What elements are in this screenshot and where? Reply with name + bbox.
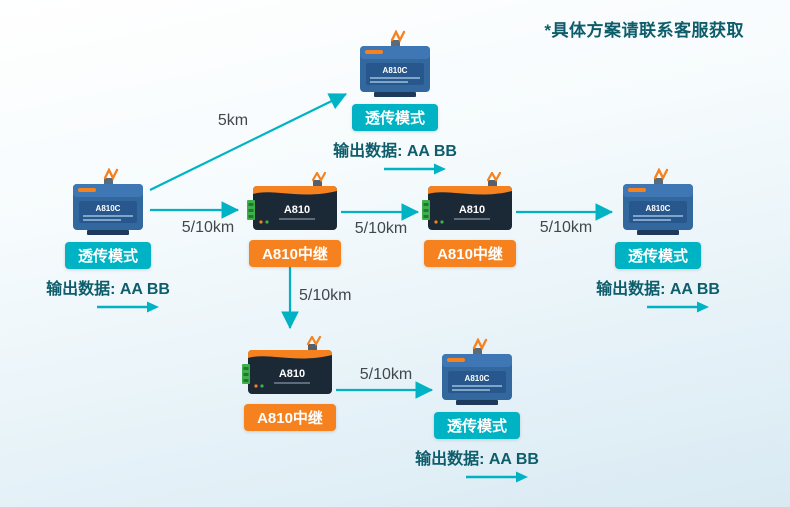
output-value: AA BB xyxy=(406,143,457,160)
relay-badge: A810中继 xyxy=(244,404,336,431)
relay-badge: A810中继 xyxy=(249,240,341,267)
device-node-transparent-bottom: 透传模式 输出数据: AA BB xyxy=(392,338,562,483)
device-node-relay-2: A810中继 xyxy=(385,172,555,267)
device-node-transparent-left: 透传模式 输出数据: AA BB xyxy=(23,168,193,313)
service-note: *具体方案请联系客服获取 xyxy=(544,21,744,40)
transparent-device-icon xyxy=(358,30,432,98)
output-arrow-icon xyxy=(647,301,709,313)
relay-device-icon xyxy=(242,336,334,396)
distance-label: 5/10km xyxy=(354,220,408,237)
output-data-text: 输出数据: AA BB xyxy=(46,275,170,299)
output-arrow-icon xyxy=(97,301,159,313)
output-arrow-icon xyxy=(384,163,446,175)
distance-label: 5/10km xyxy=(181,219,235,236)
output-value: AA BB xyxy=(119,281,170,298)
output-value: AA BB xyxy=(488,451,539,468)
distance-label: 5/10km xyxy=(299,287,352,304)
device-node-transparent-top: 透传模式 输出数据: AA BB xyxy=(310,30,480,175)
mode-badge: 透传模式 xyxy=(614,242,701,269)
output-label: 输出数据: xyxy=(46,281,116,298)
transparent-device-icon xyxy=(71,168,145,236)
transparent-device-icon xyxy=(621,168,695,236)
output-data-text: 输出数据: AA BB xyxy=(596,275,720,299)
transparent-device-icon xyxy=(440,338,514,406)
output-label: 输出数据: xyxy=(333,143,403,160)
distance-label: 5/10km xyxy=(359,366,413,383)
device-node-transparent-right: 透传模式 输出数据: AA BB xyxy=(573,168,743,313)
output-data-text: 输出数据: AA BB xyxy=(333,137,457,161)
mode-badge: 透传模式 xyxy=(351,104,438,131)
output-data-text: 输出数据: AA BB xyxy=(415,445,539,469)
relay-badge: A810中继 xyxy=(424,240,516,267)
output-value: AA BB xyxy=(669,281,720,298)
output-label: 输出数据: xyxy=(415,451,485,468)
distance-label: 5/10km xyxy=(539,219,593,236)
relay-device-icon xyxy=(247,172,339,232)
device-node-relay-1: A810中继 xyxy=(210,172,380,267)
distance-label: 5km xyxy=(217,112,249,129)
relay-device-icon xyxy=(422,172,514,232)
output-arrow-icon xyxy=(466,471,528,483)
output-label: 输出数据: xyxy=(596,281,666,298)
mode-badge: 透传模式 xyxy=(64,242,151,269)
mode-badge: 透传模式 xyxy=(433,412,520,439)
device-node-relay-3: A810中继 xyxy=(205,336,375,431)
